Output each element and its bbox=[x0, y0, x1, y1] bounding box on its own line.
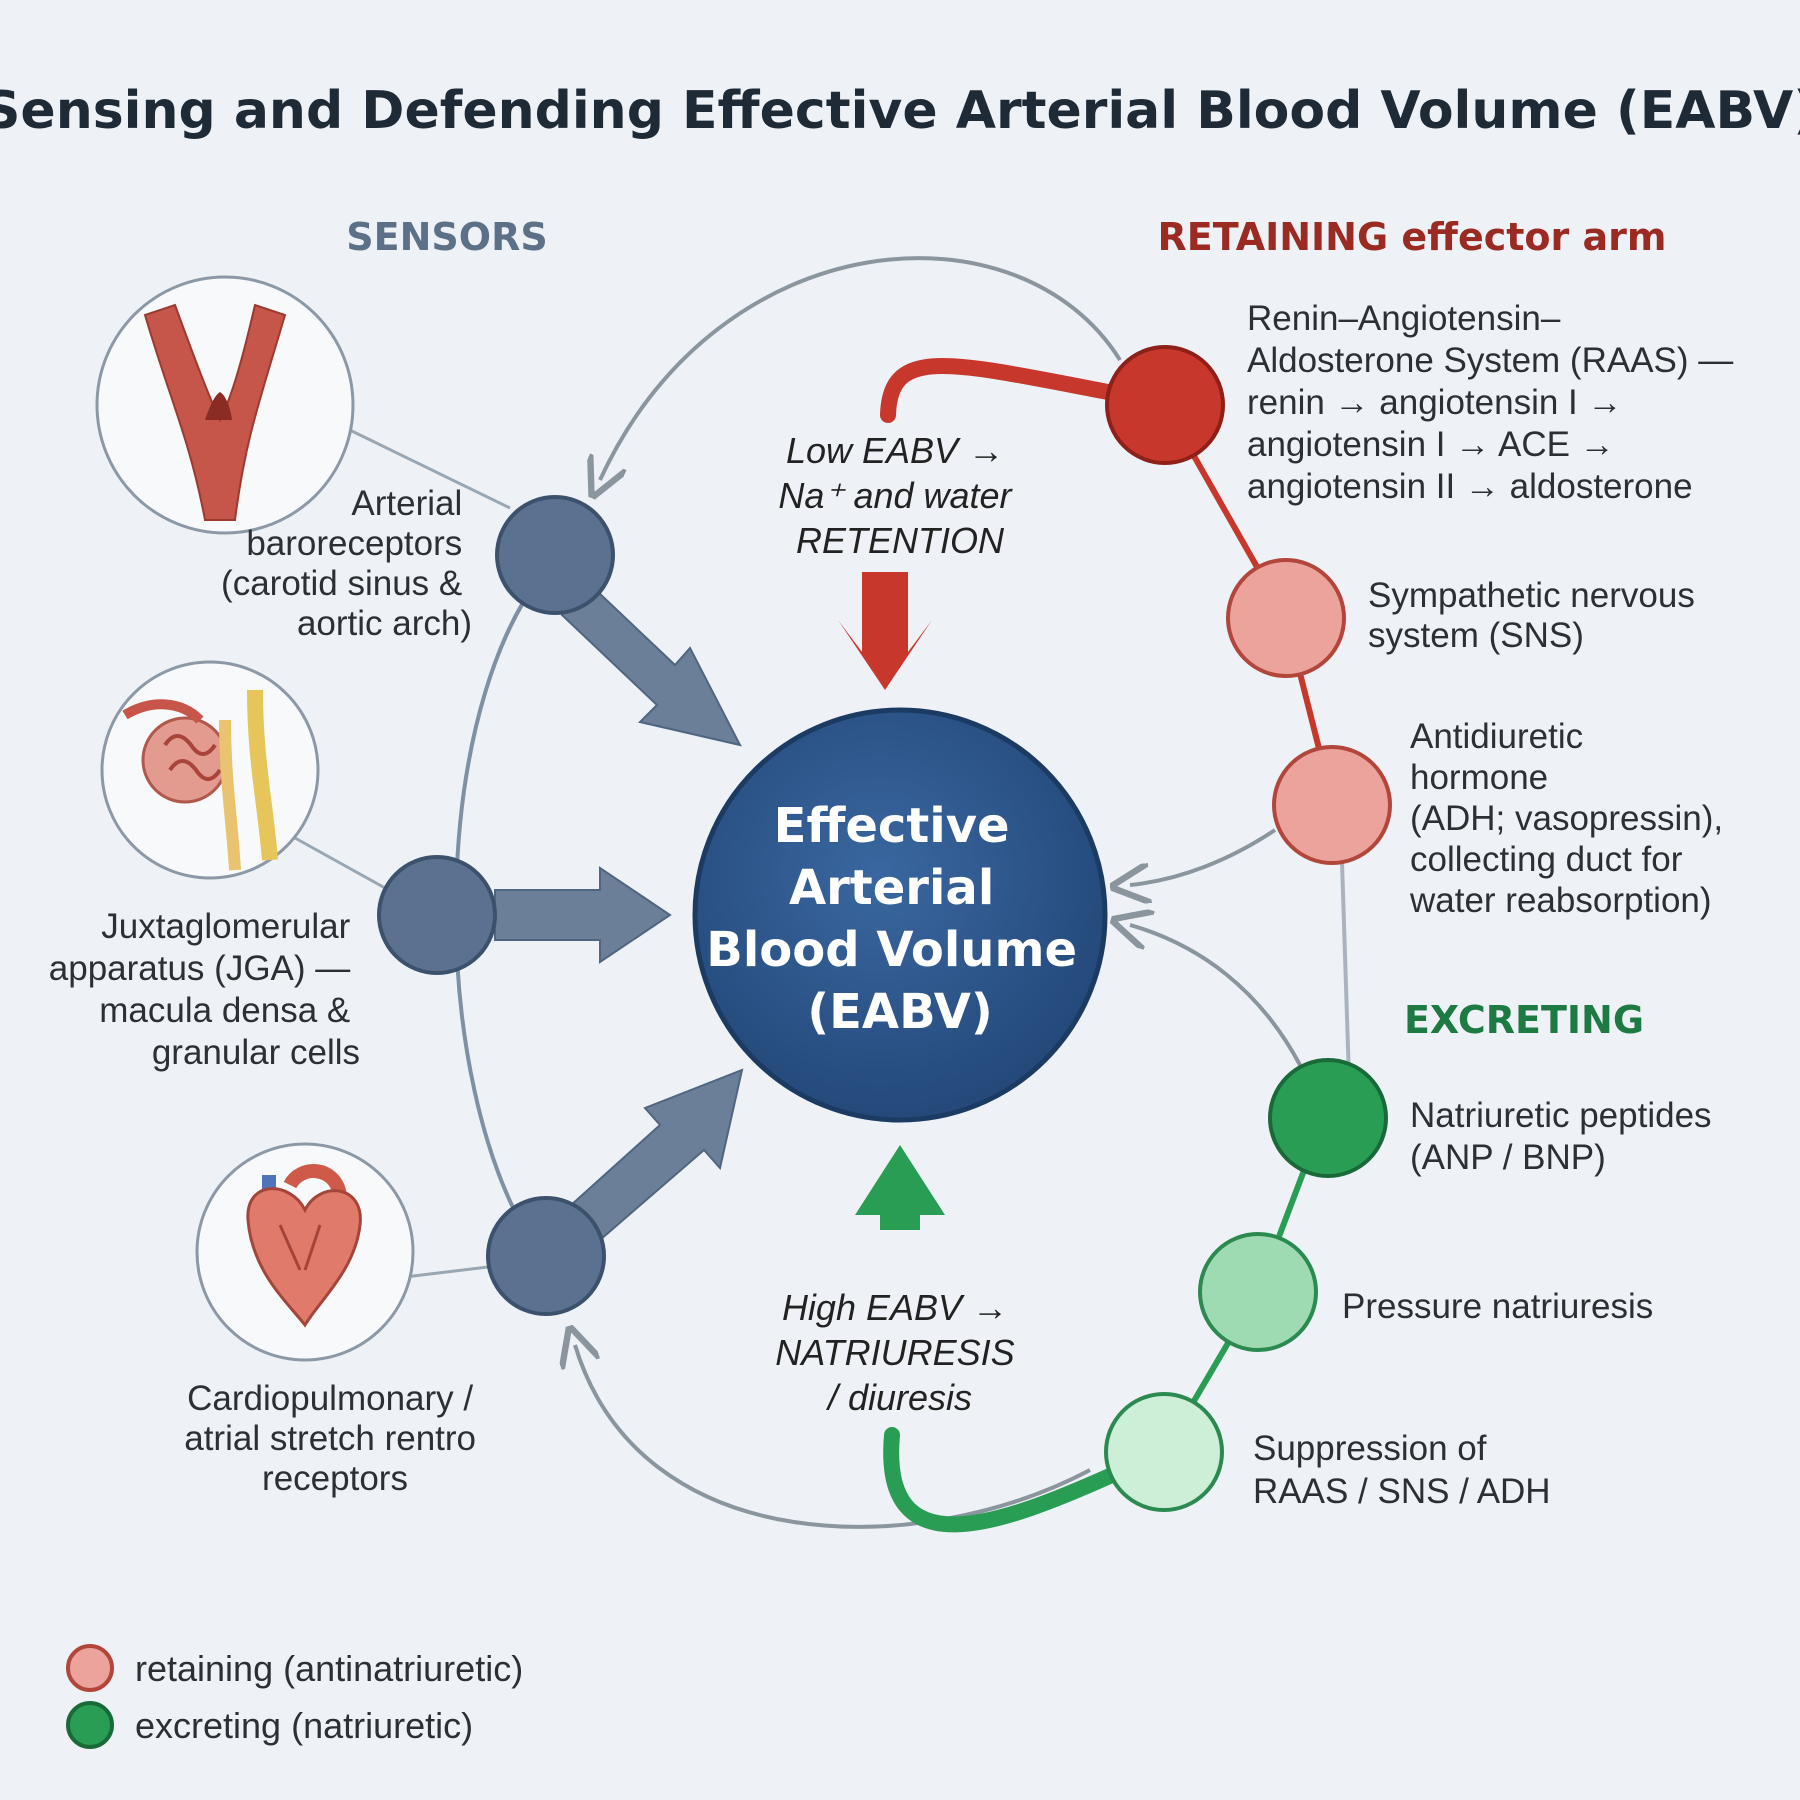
excrete-node-suppression bbox=[1104, 1392, 1224, 1512]
feedback-arrow-top bbox=[600, 256, 1122, 480]
excrete-node-anp bbox=[1268, 1058, 1388, 1178]
kidney-nephron-icon bbox=[100, 660, 320, 880]
excrete-node-pressure bbox=[1198, 1232, 1318, 1352]
svg-text:Effective Arterial: Effective Arterial Blood Volume (EABV) bbox=[706, 798, 1093, 1040]
sensors-heading: SENSORS bbox=[346, 215, 547, 259]
sensor-nodes bbox=[377, 495, 615, 1316]
excreting-labels: Natriuretic peptides (ANP / BNP) Pressur… bbox=[1253, 1096, 1721, 1511]
sensor-label-baroreceptor: Arterial baroreceptors (carotid sinus & … bbox=[221, 484, 472, 643]
feedback-arrow-adh bbox=[1130, 828, 1277, 885]
arrow-cardiopulmonary-to-center bbox=[558, 1068, 744, 1242]
retain-node-adh bbox=[1272, 745, 1392, 865]
legend-swatch-retaining bbox=[66, 1644, 114, 1692]
excrete-path bbox=[883, 1427, 1120, 1533]
excreting-heading: EXCRETING bbox=[1404, 998, 1644, 1042]
artery-icon bbox=[95, 275, 355, 535]
excrete-label-suppression: Suppression of RAAS / SNS / ADH bbox=[1253, 1429, 1551, 1511]
arrow-jga-to-center bbox=[494, 866, 672, 964]
sensor-arrows bbox=[494, 573, 744, 1242]
excreting-nodes bbox=[1104, 1058, 1388, 1512]
heart-icon bbox=[195, 1142, 415, 1362]
excrete-arrow-up bbox=[855, 1145, 945, 1230]
retain-label-sns: Sympathetic nervous system (SNS) bbox=[1368, 576, 1705, 655]
high-eabv-caption: High EABV → NATRIURESIS / diuresis bbox=[775, 1287, 1024, 1418]
legend: retaining (antinatriuretic) excreting (n… bbox=[66, 1644, 523, 1749]
legend-label-retaining: retaining (antinatriuretic) bbox=[135, 1648, 523, 1689]
retain-label-raas: Renin–Angiotensin– Aldosterone System (R… bbox=[1247, 299, 1743, 506]
sensor-label-cardiopulmonary: Cardiopulmonary / atrial stretch rentro … bbox=[184, 1379, 486, 1498]
sensor-node-jga bbox=[377, 855, 497, 975]
retain-node-sns bbox=[1226, 558, 1346, 678]
retaining-labels: Renin–Angiotensin– Aldosterone System (R… bbox=[1247, 299, 1743, 920]
icon-connectors bbox=[294, 416, 511, 1279]
excrete-label-pressure: Pressure natriuresis bbox=[1342, 1287, 1653, 1326]
legend-label-excreting: excreting (natriuretic) bbox=[135, 1705, 473, 1746]
retain-path bbox=[880, 358, 1116, 423]
retain-node-raas bbox=[1105, 345, 1225, 465]
low-eabv-caption: Low EABV → Na⁺ and water RETENTION bbox=[778, 430, 1021, 561]
legend-swatch-excreting bbox=[66, 1701, 114, 1749]
arrow-baroreceptor-to-center bbox=[560, 573, 742, 747]
feedback-arrow-bottom bbox=[575, 1345, 1091, 1529]
retaining-nodes bbox=[1105, 345, 1392, 865]
excrete-label-anp: Natriuretic peptides (ANP / BNP) bbox=[1410, 1096, 1721, 1177]
retaining-heading: RETAINING effector arm bbox=[1158, 215, 1667, 259]
sensor-node-baroreceptor bbox=[495, 495, 615, 615]
sensor-labels: Arterial baroreceptors (carotid sinus & … bbox=[49, 484, 486, 1498]
feedback-arrow-anp bbox=[1130, 925, 1302, 1066]
sensor-node-cardiopulmonary bbox=[486, 1196, 606, 1316]
page-title: Sensing and Defending Effective Arterial… bbox=[0, 81, 1800, 141]
retain-arrow-down bbox=[838, 572, 932, 690]
sensor-label-jga: Juxtaglomerular apparatus (JGA) — macula… bbox=[49, 907, 360, 1072]
eabv-center: Effective Arterial Blood Volume (EABV) bbox=[692, 707, 1108, 1123]
retain-label-adh: Antidiuretic hormone (ADH; vasopressin),… bbox=[1409, 717, 1733, 920]
